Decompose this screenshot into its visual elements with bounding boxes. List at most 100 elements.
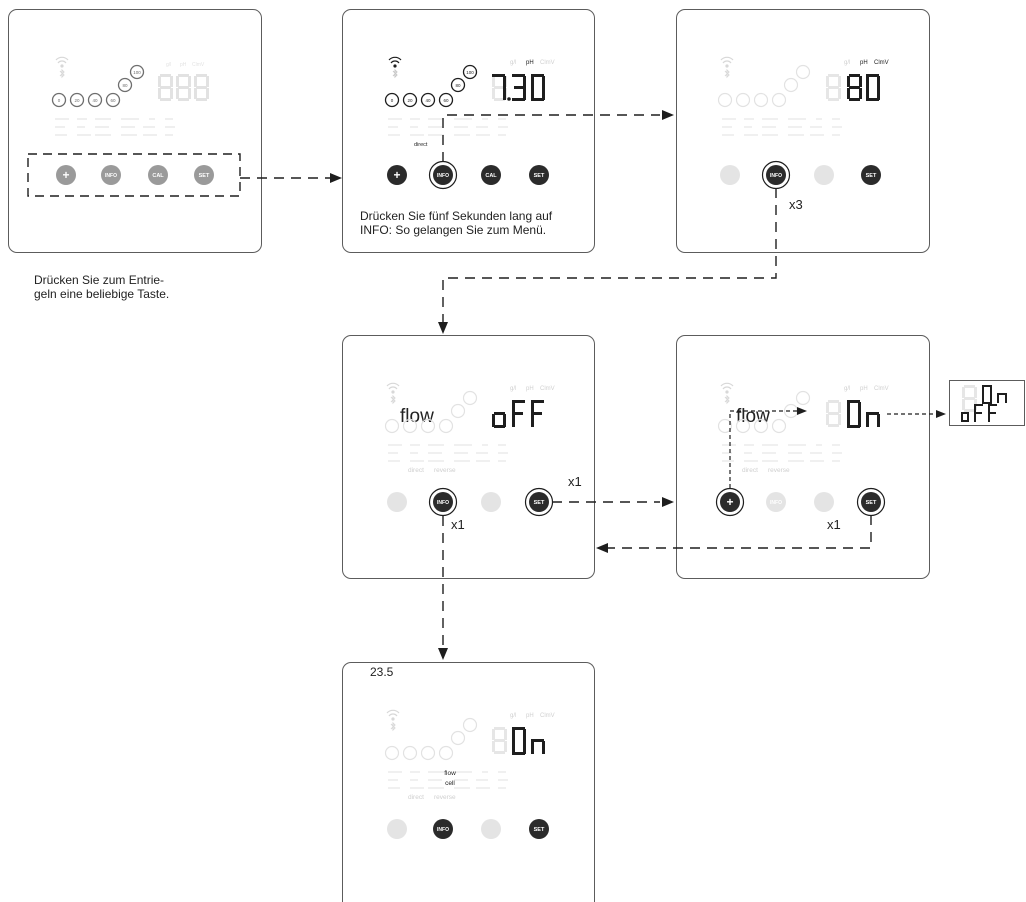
plus-button-press-ring	[715, 487, 745, 517]
caption-unlock-line-2: geln eine beliebige Taste.	[34, 287, 170, 301]
set-button-label: SET	[534, 500, 545, 506]
panel-1-status-grid	[55, 118, 175, 136]
panel-5-digits-on	[847, 400, 880, 428]
info-button[interactable]	[433, 819, 453, 839]
arrow-info-to-menu	[442, 114, 660, 162]
chlorine-label-100: 100	[466, 70, 474, 75]
connector-short-lines	[729, 410, 935, 488]
info-button-label: INFO	[437, 827, 449, 833]
caption-unlock: Drücken Sie zum Entrie- geln eine belieb…	[34, 273, 169, 301]
cal-button[interactable]	[481, 492, 501, 512]
unit-gl: g/l	[510, 713, 516, 719]
info-button[interactable]	[766, 165, 786, 185]
set-button[interactable]	[861, 492, 881, 512]
unit-clmv: ClmV	[192, 62, 205, 68]
cal-button[interactable]	[814, 492, 834, 512]
set-button-label: SET	[866, 173, 877, 179]
unit-clmv: ClmV	[874, 386, 889, 392]
chlorine-label-40: 40	[425, 98, 431, 103]
unit-ph: pH	[526, 60, 534, 66]
unit-gl: g/l	[844, 60, 850, 66]
button-row-highlight	[27, 153, 241, 197]
plus-button[interactable]	[387, 492, 407, 512]
set-button-label: SET	[534, 173, 545, 179]
unit-ph: pH	[526, 713, 534, 719]
panel-2-chlorine-bars	[384, 64, 478, 108]
caption-hold-info-line-1: Drücken Sie fünf Sekunden lang auf	[360, 209, 553, 223]
info-button[interactable]	[433, 492, 453, 512]
unit-ph: pH	[860, 60, 868, 66]
panel-1-buttons: + INFO CAL SET	[56, 165, 214, 185]
panel-6-digits-on	[512, 727, 545, 755]
panel-2-chlorine-labels: 0 20 40 60 80 100	[391, 70, 475, 103]
set-button[interactable]	[861, 165, 881, 185]
info-button[interactable]	[101, 165, 121, 185]
set-button[interactable]	[194, 165, 214, 185]
panel-1-chlorine-bars	[51, 64, 145, 108]
panel-2-buttons: + INFO CAL SET	[387, 160, 549, 190]
panel-3-chlorine-bars	[717, 64, 811, 108]
cal-button-label: CAL	[485, 173, 497, 179]
panel-flow-on	[342, 662, 595, 902]
flag-direct: direct	[408, 794, 424, 801]
set-button[interactable]	[529, 819, 549, 839]
unit-clmv: ClmV	[874, 60, 889, 66]
plus-button[interactable]	[720, 492, 740, 512]
panel-4-buttons: INFO SET	[387, 487, 554, 517]
unit-clmv: ClmV	[540, 60, 555, 66]
chlorine-label-20: 20	[407, 98, 413, 103]
panel-2-icons	[388, 56, 402, 68]
plus-button[interactable]	[56, 165, 76, 185]
plus-button[interactable]	[387, 819, 407, 839]
arrowhead-8	[936, 410, 946, 418]
chlorine-label-40: 40	[92, 98, 98, 103]
unit-gl: g/l	[510, 60, 516, 66]
flag-cell: cell	[445, 780, 455, 787]
toggle-options-digits	[961, 385, 1007, 422]
info-button[interactable]	[766, 492, 786, 512]
cal-button[interactable]	[481, 819, 501, 839]
temperature-readout: 23.5	[370, 665, 394, 679]
plus-button[interactable]	[720, 165, 740, 185]
unit-ph: pH	[180, 62, 187, 68]
chlorine-label-60: 60	[443, 98, 449, 103]
info-button-label: INFO	[437, 173, 449, 179]
panel-1-display	[55, 56, 69, 78]
bluetooth-icon	[59, 69, 65, 78]
chlorine-label-80: 80	[455, 83, 461, 88]
set-button[interactable]	[529, 165, 549, 185]
set-button[interactable]	[529, 492, 549, 512]
plus-button-label: +	[726, 495, 733, 509]
plus-button[interactable]	[387, 165, 407, 185]
info-button-label: INFO	[437, 500, 449, 506]
flag-reverse: reverse	[434, 467, 456, 474]
panel-menu	[676, 9, 930, 253]
panel-1-units: g/l pH ClmV	[166, 62, 205, 68]
set-button-label: SET	[866, 500, 877, 506]
flow-label-panel-4: flow	[400, 406, 434, 427]
info-button[interactable]	[433, 165, 453, 185]
cal-button[interactable]	[814, 165, 834, 185]
caption-hold-info-line-2: INFO: So gelangen Sie zum Menü.	[360, 223, 547, 237]
arrowhead-1	[330, 173, 342, 183]
unit-clmv: ClmV	[540, 386, 555, 392]
panel-1-chlorine-labels: 0 20 40 60 80 100	[58, 70, 142, 103]
plus-button-label: +	[62, 168, 69, 182]
cal-button[interactable]	[148, 165, 168, 185]
cal-button[interactable]	[481, 165, 501, 185]
chlorine-label-80: 80	[122, 83, 128, 88]
caption-unlock-line-1: Drücken Sie zum Entrie-	[34, 273, 165, 287]
panel-2-units: g/l pH ClmV	[510, 60, 555, 66]
arrowhead-7	[797, 407, 807, 415]
panel-5-buttons: + INFO SET	[715, 487, 886, 517]
info-button-label: INFO	[105, 173, 117, 179]
unit-clmv: ClmV	[540, 713, 555, 719]
arrow-menu-to-flow	[442, 188, 777, 322]
arrow-edit-back	[602, 515, 872, 549]
arrowhead-2	[662, 110, 674, 120]
cal-button-label: CAL	[152, 173, 164, 179]
arrowhead-3	[438, 322, 448, 334]
unit-ph: pH	[526, 386, 534, 392]
